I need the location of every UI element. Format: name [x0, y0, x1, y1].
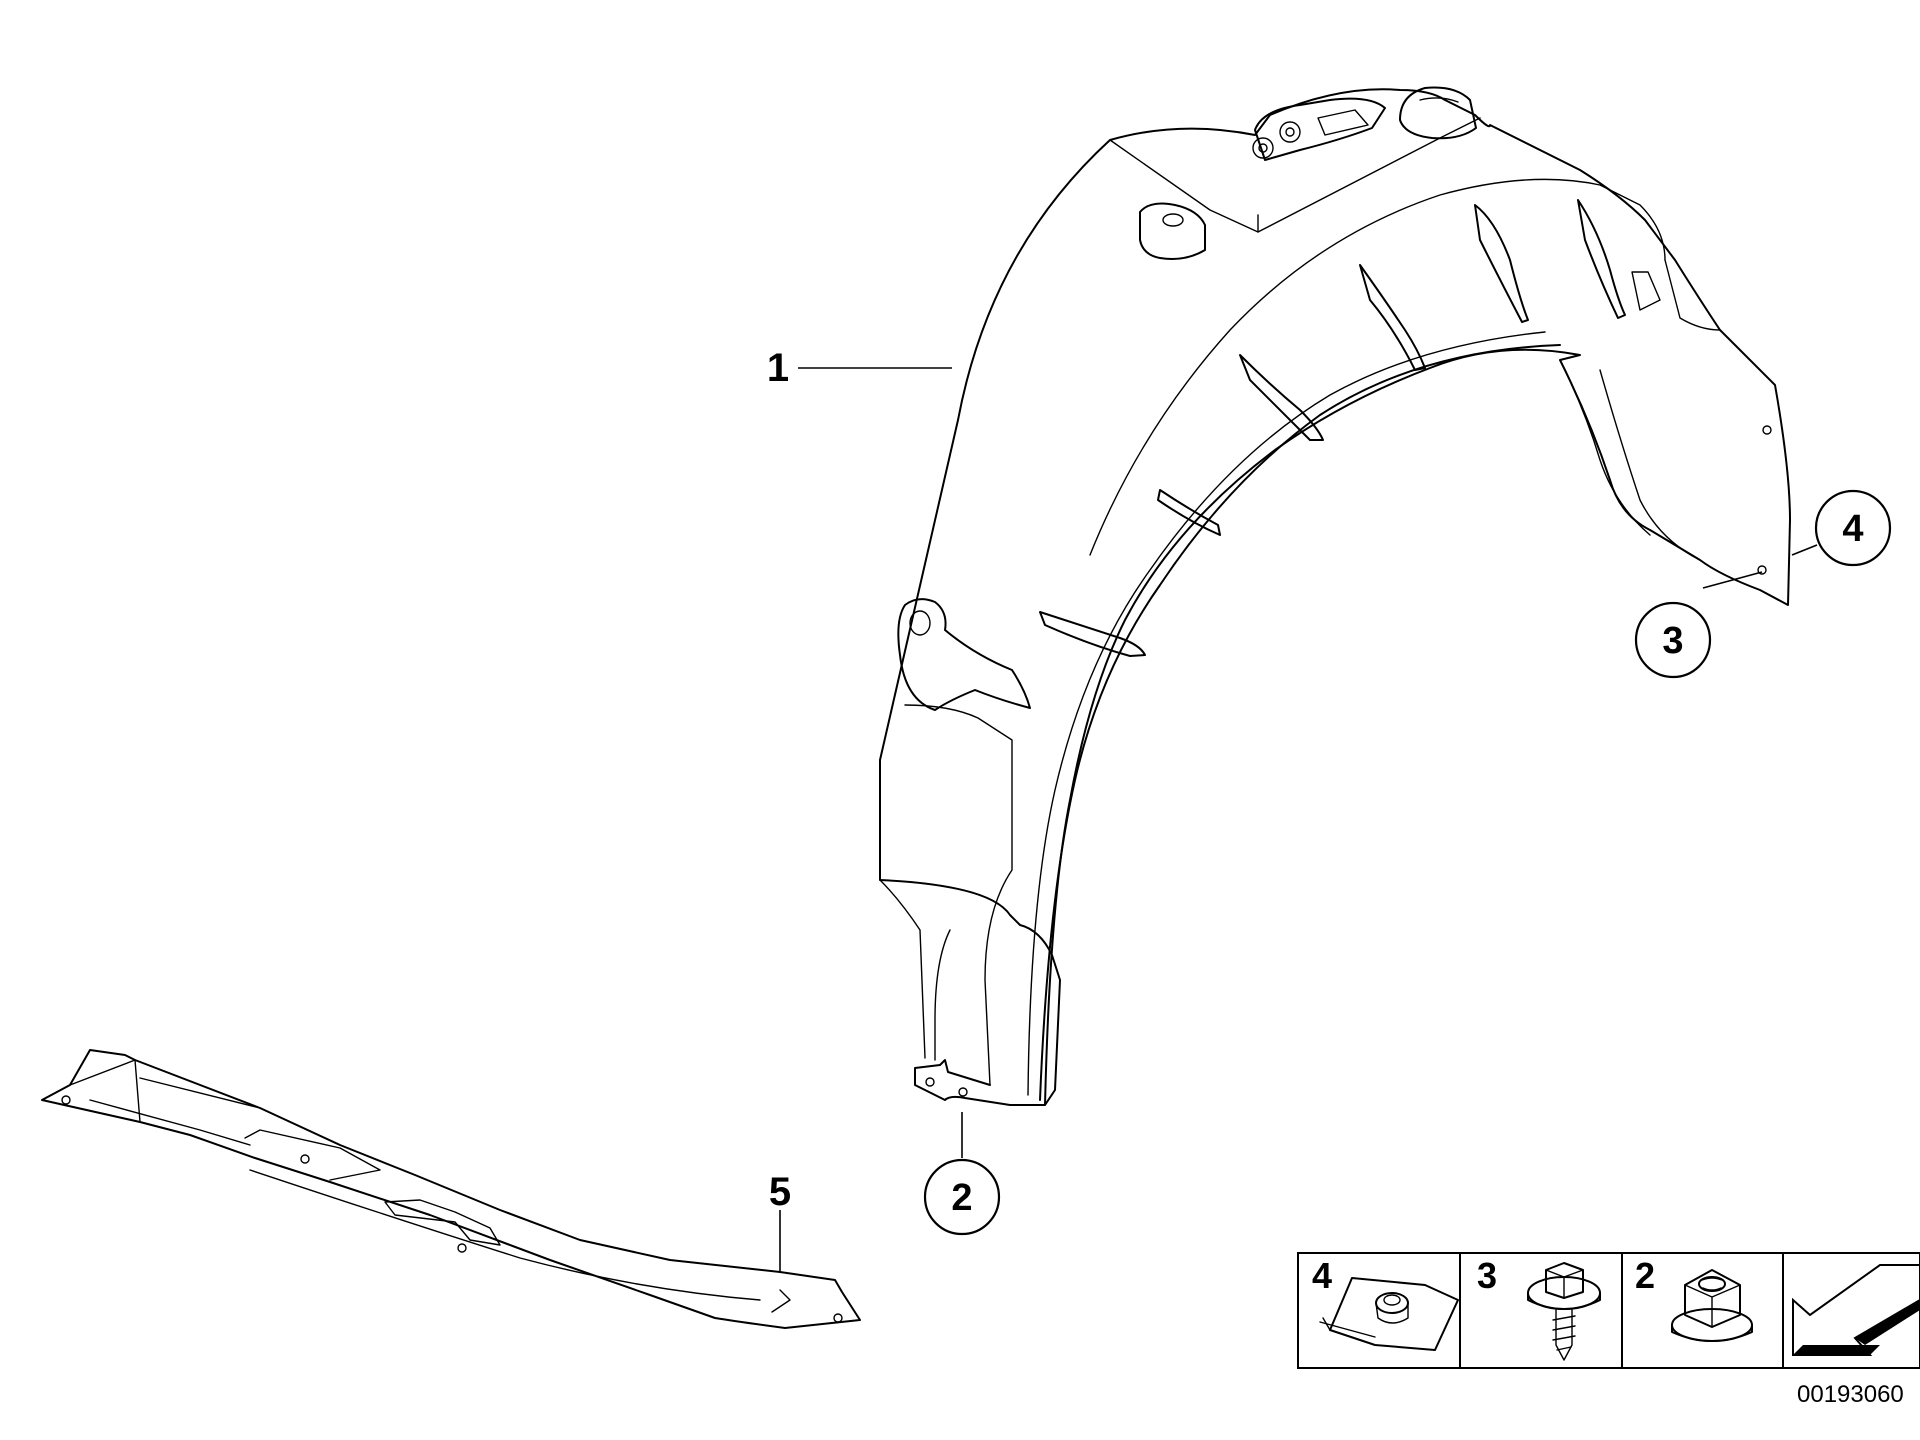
rear-flap: [1559, 259, 1772, 575]
legend-label-4: 4: [1312, 1255, 1332, 1296]
top-mount-cap: [1399, 86, 1477, 140]
lower-mounting-tab: [914, 1059, 1046, 1106]
lower-cover-panel: [41, 1049, 861, 1329]
callout-2: 2: [923, 1112, 1001, 1236]
callout-4: 4: [1791, 489, 1892, 567]
upper-mount-boss: [1139, 202, 1206, 260]
callout-2-label: 2: [951, 1177, 972, 1219]
legend-label-3: 3: [1477, 1255, 1497, 1296]
wheel-arch-liner: [879, 86, 1791, 1106]
parts-legend: 4 3 2: [1297, 1252, 1920, 1369]
hex-nut-icon: [1671, 1269, 1753, 1342]
diagram-reference-number: 00193060: [1797, 1381, 1904, 1408]
callout-3: 3: [1634, 571, 1763, 679]
callout-1: 1: [767, 346, 952, 390]
direction-arrow-icon: [1792, 1264, 1920, 1356]
legend-label-2: 2: [1635, 1255, 1655, 1296]
clip-nut-icon: [1319, 1277, 1459, 1351]
side-mount-boss: [897, 598, 1031, 711]
callout-3-label: 3: [1662, 620, 1683, 662]
callout-5: 5: [769, 1170, 791, 1272]
callout-4-label: 4: [1842, 508, 1863, 550]
callout-1-label: 1: [767, 346, 789, 390]
screw-icon: [1527, 1262, 1601, 1361]
callout-5-label: 5: [769, 1170, 791, 1214]
upper-bracket: [1252, 97, 1386, 161]
